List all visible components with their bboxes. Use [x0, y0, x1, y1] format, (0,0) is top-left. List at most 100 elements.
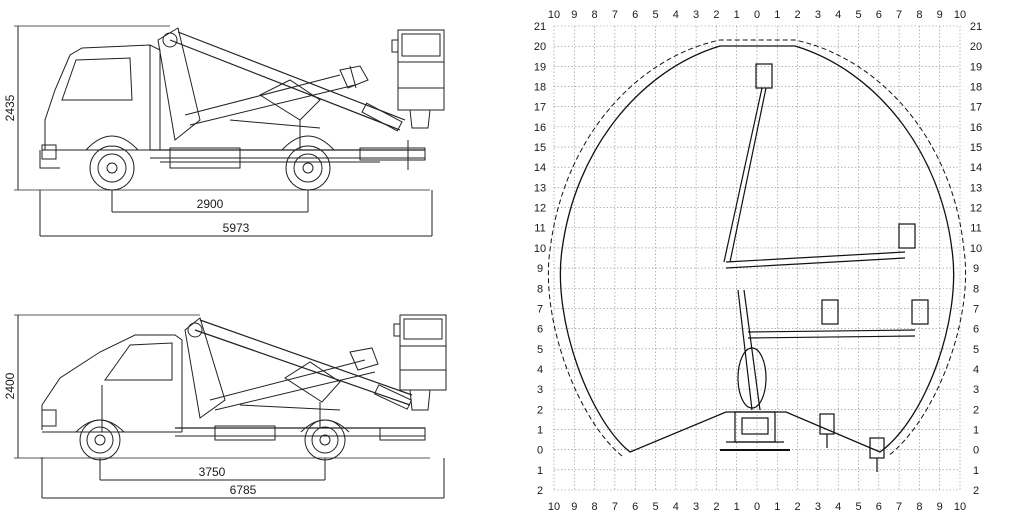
right-axis-tick-label: 0	[973, 445, 979, 457]
bottom-fuel-tank	[214, 425, 276, 441]
bottom-axis-tick-label: 10	[548, 501, 560, 513]
top-axis-tick-label: 10	[548, 9, 560, 21]
right-axis-tick-label: 13	[970, 182, 982, 194]
horizontal-boom-lower	[747, 329, 916, 333]
left-axis-tick-label: 17	[534, 102, 546, 114]
left-axis-tick-label: 6	[537, 324, 543, 336]
top-fuel-tank	[169, 147, 241, 169]
right-axis-tick-label: 18	[970, 82, 982, 94]
right-axis-tick-label: 2	[973, 485, 979, 497]
top-truck-drawing	[14, 25, 445, 237]
top-lower-boom	[184, 74, 341, 116]
top-height-label: 2435	[3, 94, 17, 121]
bottom-rear-wheel	[304, 419, 346, 461]
right-axis-tick-label: 5	[973, 344, 979, 356]
top-axis-tick-label: 9	[937, 9, 943, 21]
horizontal-boom-upper	[725, 251, 906, 263]
left-axis-tick-label: 14	[534, 162, 546, 174]
bottom-axis-tick-label: 4	[835, 501, 841, 513]
right-axis-tick-label: 1	[973, 465, 979, 477]
top-axis-tick-label: 10	[954, 9, 966, 21]
bottom-axis-tick-label: 8	[916, 501, 922, 513]
left-axis-tick-label: 10	[534, 243, 546, 255]
top-axis-tick-label: 7	[612, 9, 618, 21]
envelope-axis-labels: 1010998877665544332211001122334455667788…	[534, 9, 982, 513]
top-axis-tick-label: 2	[795, 9, 801, 21]
bottom-axis-tick-label: 9	[571, 501, 577, 513]
bottom-cab-window	[104, 342, 173, 381]
top-axis-tick-label: 8	[592, 9, 598, 21]
top-basket	[391, 29, 445, 129]
bottom-axis-tick-label: 7	[896, 501, 902, 513]
right-axis-tick-label: 15	[970, 142, 982, 154]
right-axis-tick-label: 2	[973, 404, 979, 416]
bottom-axis-tick-label: 2	[795, 501, 801, 513]
right-axis-tick-label: 19	[970, 61, 982, 73]
top-axis-tick-label: 2	[713, 9, 719, 21]
basket-upper-right-position	[898, 223, 916, 249]
right-axis-tick-label: 21	[970, 21, 982, 33]
working-envelope-outline	[559, 45, 955, 453]
top-axis-tick-label: 5	[855, 9, 861, 21]
top-axis-tick-label: 4	[673, 9, 679, 21]
right-axis-tick-label: 16	[970, 122, 982, 134]
right-axis-tick-label: 6	[973, 324, 979, 336]
left-axis-tick-label: 1	[537, 424, 543, 436]
top-wheelbase-label: 2900	[197, 197, 224, 211]
top-axis-tick-label: 6	[876, 9, 882, 21]
left-axis-tick-label: 4	[537, 364, 543, 376]
left-axis-tick-label: 15	[534, 142, 546, 154]
bottom-axis-tick-label: 6	[876, 501, 882, 513]
top-axis-tick-label: 0	[754, 9, 760, 21]
right-axis-tick-label: 7	[973, 303, 979, 315]
basket-top-position	[755, 63, 773, 89]
left-axis-tick-label: 20	[534, 41, 546, 53]
left-axis-tick-label: 18	[534, 82, 546, 94]
bottom-cylinder	[373, 384, 413, 410]
left-axis-tick-label: 9	[537, 263, 543, 275]
left-axis-tick-label: 21	[534, 21, 546, 33]
right-axis-tick-label: 20	[970, 41, 982, 53]
bottom-axis-tick-label: 2	[713, 501, 719, 513]
bottom-axis-tick-label: 9	[937, 501, 943, 513]
bottom-axis-tick-label: 3	[693, 501, 699, 513]
top-axis-tick-label: 3	[815, 9, 821, 21]
bottom-axis-tick-label: 3	[815, 501, 821, 513]
left-axis-tick-label: 1	[537, 465, 543, 477]
bottom-axis-tick-label: 5	[855, 501, 861, 513]
bottom-axis-tick-label: 4	[673, 501, 679, 513]
left-axis-tick-label: 11	[534, 223, 545, 235]
bottom-axis-tick-label: 1	[734, 501, 740, 513]
bottom-basket	[393, 314, 447, 411]
left-axis-tick-label: 2	[537, 485, 543, 497]
top-cab-window	[61, 57, 133, 101]
bottom-axis-tick-label: 6	[632, 501, 638, 513]
bottom-length-label: 6785	[230, 483, 257, 497]
left-axis-tick-label: 8	[537, 283, 543, 295]
left-axis-tick-label: 19	[534, 61, 546, 73]
left-axis-tick-label: 7	[537, 303, 543, 315]
bottom-axis-tick-label: 8	[592, 501, 598, 513]
bottom-axis-tick-label: 5	[652, 501, 658, 513]
vertical-boom	[723, 87, 763, 263]
right-axis-tick-label: 8	[973, 283, 979, 295]
top-axis-tick-label: 1	[774, 9, 780, 21]
right-axis-tick-label: 14	[970, 162, 982, 174]
right-axis-tick-label: 1	[973, 424, 979, 436]
top-axis-tick-label: 7	[896, 9, 902, 21]
top-turret	[157, 27, 201, 141]
bottom-axis-tick-label: 0	[754, 501, 760, 513]
bottom-axis-tick-label: 10	[954, 501, 966, 513]
bottom-front-wheel	[79, 419, 121, 461]
left-axis-tick-label: 16	[534, 122, 546, 134]
left-axis-tick-label: 12	[534, 203, 546, 215]
right-axis-tick-label: 3	[973, 384, 979, 396]
left-axis-tick-label: 0	[537, 445, 543, 457]
right-axis-tick-label: 9	[973, 263, 979, 275]
right-axis-tick-label: 10	[970, 243, 982, 255]
top-upper-boom	[169, 39, 401, 131]
top-axis-tick-label: 6	[632, 9, 638, 21]
top-axis-tick-label: 9	[571, 9, 577, 21]
left-axis-tick-label: 3	[537, 384, 543, 396]
